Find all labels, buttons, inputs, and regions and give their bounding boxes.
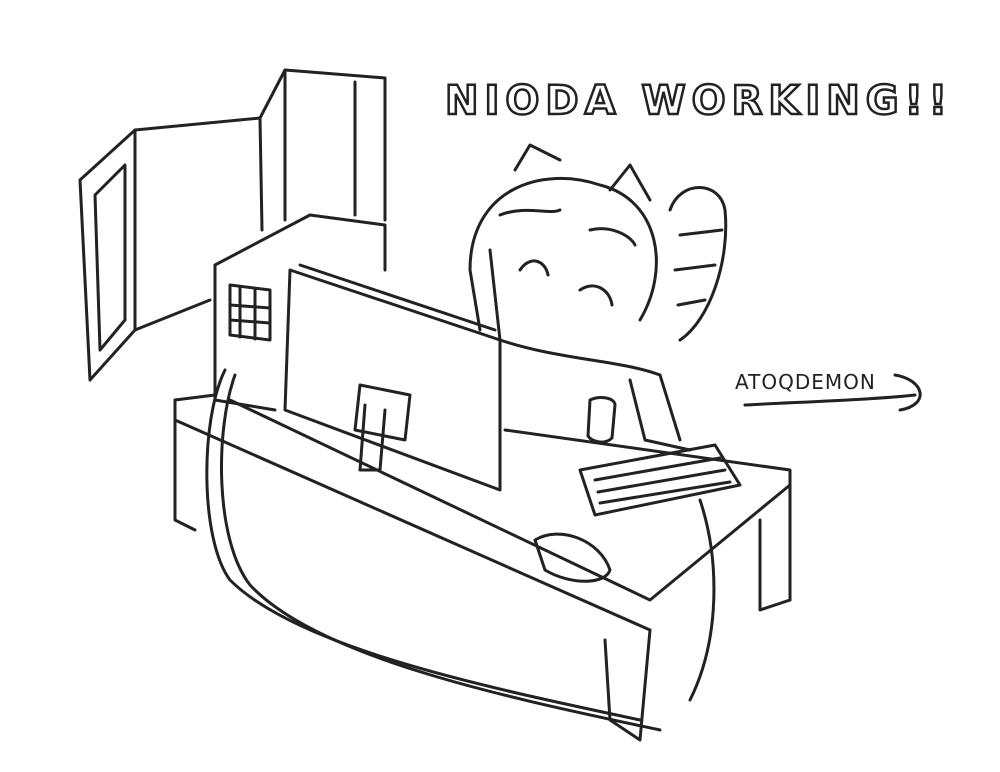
sketch-title: NIODA WORKING!! [444, 77, 954, 126]
artist-signature: ATOQDEMON [735, 370, 876, 394]
